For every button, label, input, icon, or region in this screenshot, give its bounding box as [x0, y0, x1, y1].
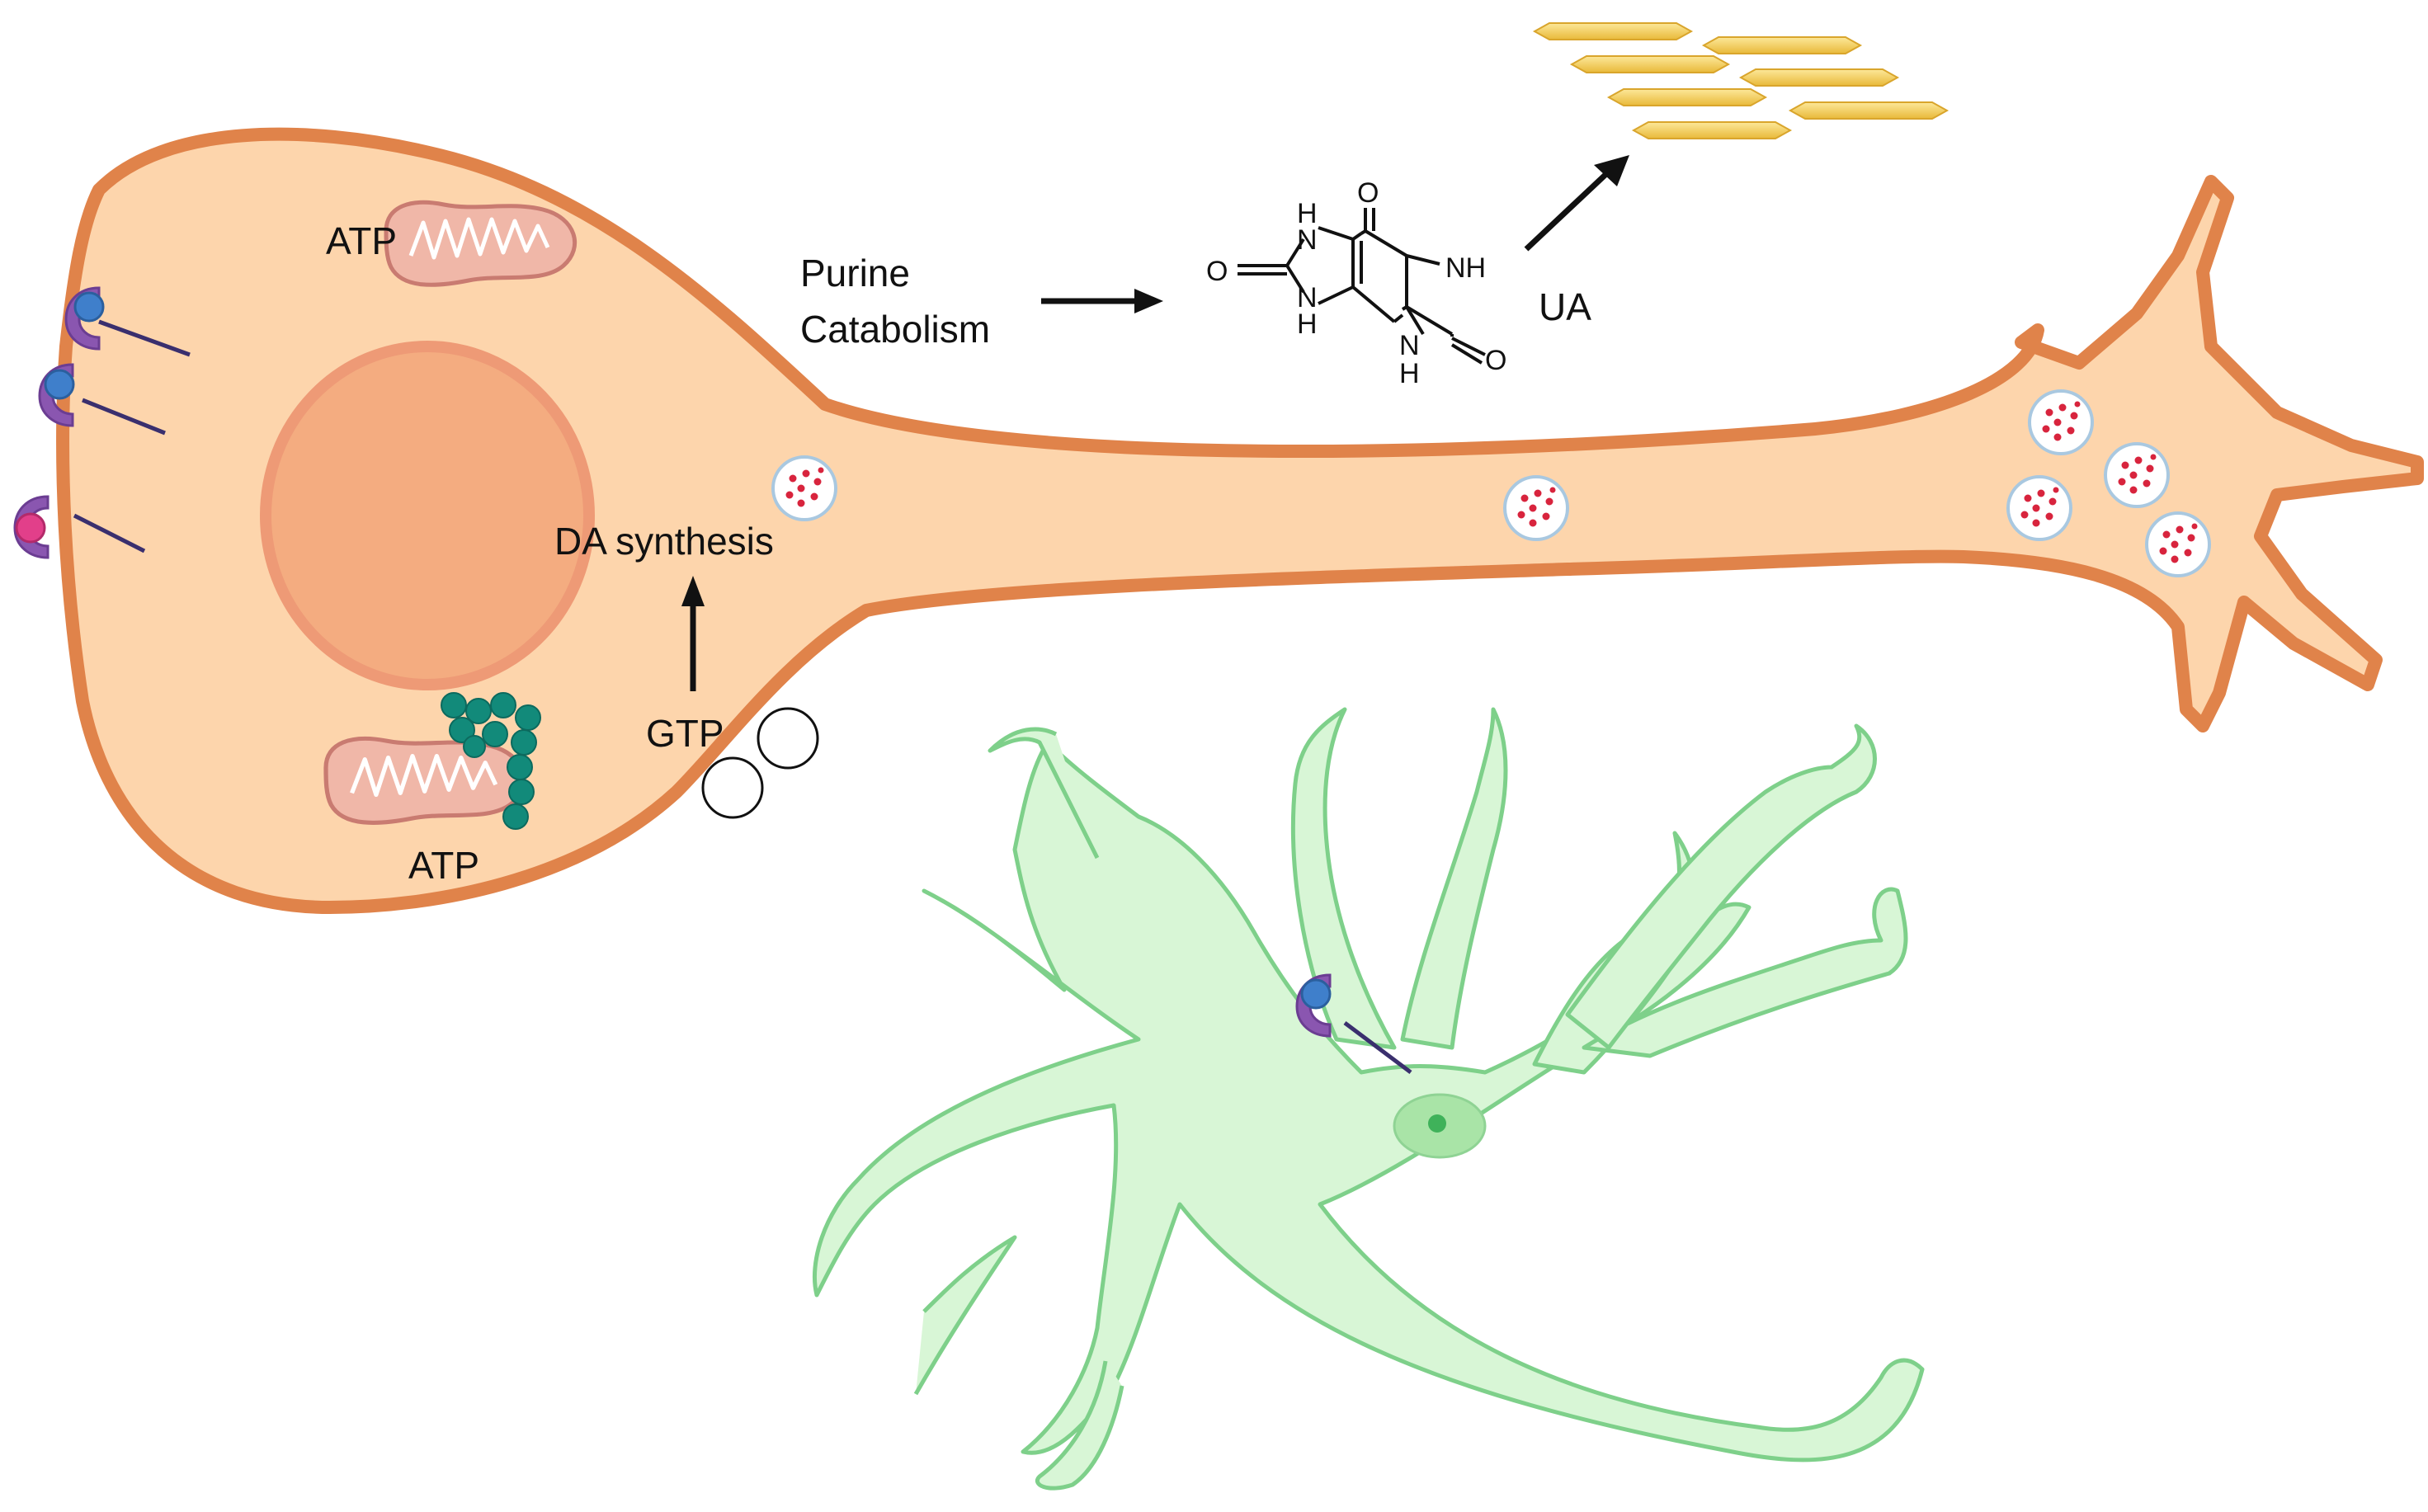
uric-acid-o-left: O: [1206, 256, 1228, 287]
vesicle-axon: [1503, 475, 1569, 541]
receptor-neuron-3: [13, 495, 146, 559]
ua-to-crystals-arrow: [1524, 169, 1611, 252]
uric-acid-n-bottom: N: [1297, 282, 1318, 313]
receptor-neuron-2: [38, 363, 166, 436]
label-ua: UA: [1539, 285, 1591, 328]
uric-acid-o-top: O: [1357, 177, 1379, 209]
uric-acid-structure: [1238, 208, 1486, 365]
vesicle-terminal-2: [2104, 442, 2170, 508]
vesicle-terminal-3: [2006, 475, 2072, 541]
label-atp-top: ATP: [326, 219, 397, 262]
ligand-pink: [15, 512, 46, 544]
uric-acid-h-top: H: [1297, 198, 1318, 229]
uric-acid-n-lower: N: [1399, 330, 1420, 361]
protein-aggregate: [441, 692, 541, 830]
mitochondrion-top: [386, 202, 575, 285]
receptor-astrocyte: [1295, 973, 1412, 1074]
uric-acid-o-right: O: [1485, 345, 1506, 376]
label-catabolism: Catabolism: [800, 308, 990, 351]
vesicle-soma: [771, 455, 837, 521]
urate-crystals: [1534, 22, 1948, 139]
ligand-blue: [73, 291, 105, 323]
label-gtp: GTP: [646, 712, 724, 755]
neuron-body: [56, 127, 2424, 914]
neuron-nucleus: [260, 341, 595, 690]
uric-acid-h-lower: H: [1399, 358, 1420, 389]
ligand-blue: [1300, 978, 1332, 1010]
gtp-molecule-2: [701, 756, 764, 819]
vesicle-terminal-4: [2145, 511, 2211, 577]
label-purine: Purine: [800, 252, 910, 294]
receptor-neuron-1: [64, 286, 191, 357]
astrocyte: [812, 707, 1925, 1491]
astrocyte-nucleolus: [1428, 1114, 1446, 1133]
gtp-molecule-1: [757, 707, 819, 770]
vesicle-terminal-1: [2028, 389, 2094, 455]
label-da-synthesis: DA synthesis: [554, 520, 774, 563]
ligand-blue: [44, 369, 75, 400]
label-atp-bottom: ATP: [408, 844, 479, 887]
uric-acid-nh-right: NH: [1445, 252, 1486, 284]
uric-acid-h-bottom: H: [1297, 309, 1318, 340]
mitochondrion-bottom: [326, 738, 524, 822]
uric-acid-n-top: N: [1297, 224, 1318, 256]
